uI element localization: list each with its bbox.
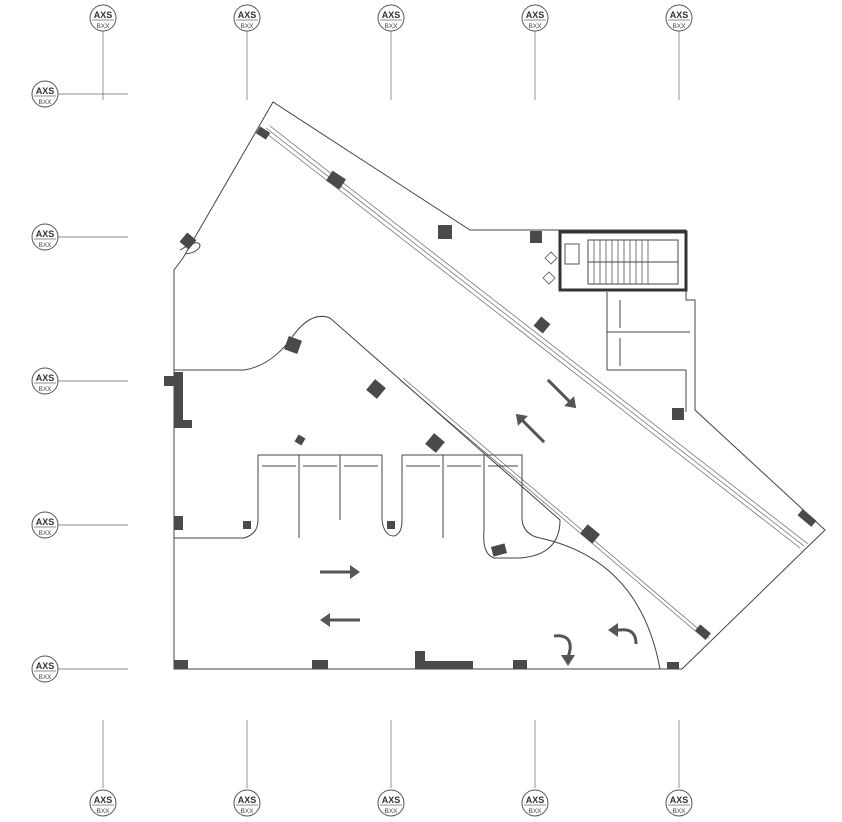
column <box>797 509 817 527</box>
svg-text:BXX: BXX <box>528 808 542 815</box>
svg-text:BXX: BXX <box>96 23 110 30</box>
grid-bubble-left-5: AXS BXX <box>31 655 59 683</box>
column <box>667 662 679 669</box>
stair-core <box>542 230 688 292</box>
svg-text:BXX: BXX <box>528 23 542 30</box>
grid-bubble-left-2: AXS BXX <box>31 223 59 251</box>
svg-text:BXX: BXX <box>38 242 52 249</box>
column <box>415 651 425 669</box>
svg-text:BXX: BXX <box>672 23 686 30</box>
svg-text:BXX: BXX <box>384 808 398 815</box>
svg-text:AXS: AXS <box>238 10 257 20</box>
parking-row-outline <box>174 454 541 539</box>
grid-bubble-bottom-2: AXS BXX <box>233 789 261 817</box>
column <box>695 624 711 640</box>
svg-text:BXX: BXX <box>38 99 52 106</box>
column <box>284 336 302 354</box>
column <box>530 231 542 243</box>
svg-text:BXX: BXX <box>38 386 52 393</box>
column <box>294 434 306 446</box>
central-island-outline <box>174 315 561 559</box>
column <box>513 660 527 669</box>
traffic-arrows <box>320 378 638 666</box>
column <box>164 376 174 386</box>
svg-text:AXS: AXS <box>382 10 401 20</box>
svg-text:BXX: BXX <box>38 674 52 681</box>
svg-text:AXS: AXS <box>36 517 55 527</box>
svg-text:AXS: AXS <box>36 373 55 383</box>
column <box>425 661 473 669</box>
grid-bubble-top-3: AXS BXX <box>377 4 405 32</box>
u-turn-left-icon <box>608 623 638 645</box>
column <box>438 225 452 239</box>
column <box>580 524 600 544</box>
arrow-right-icon <box>320 565 360 579</box>
svg-text:AXS: AXS <box>36 86 55 96</box>
column <box>425 433 445 453</box>
grid-bubble-bottom-4: AXS BXX <box>521 789 549 817</box>
grid-bubble-top-4: AXS BXX <box>521 4 549 32</box>
svg-text:BXX: BXX <box>96 808 110 815</box>
column <box>174 516 183 530</box>
column <box>490 543 508 557</box>
column <box>179 232 197 250</box>
grid-lines-left <box>58 93 128 670</box>
grid-bubble-left-4: AXS BXX <box>31 511 59 539</box>
svg-text:AXS: AXS <box>670 10 689 20</box>
column <box>174 372 183 428</box>
grid-bubble-top-2: AXS BXX <box>233 4 261 32</box>
column <box>174 660 188 669</box>
column <box>255 126 271 140</box>
arrow-left-icon <box>320 613 360 627</box>
grid-bubble-left-3: AXS BXX <box>31 367 59 395</box>
arrow-up-left-icon <box>515 413 546 444</box>
grid-lines-bottom <box>102 720 680 788</box>
svg-text:AXS: AXS <box>526 10 545 20</box>
svg-text:AXS: AXS <box>94 10 113 20</box>
grid-lines-top <box>102 30 680 100</box>
svg-text:AXS: AXS <box>526 795 545 805</box>
column <box>672 408 684 420</box>
structural-columns <box>164 126 817 669</box>
svg-text:BXX: BXX <box>240 23 254 30</box>
grid-bubble-bottom-1: AXS BXX <box>89 789 117 817</box>
right-rooms <box>606 292 690 412</box>
svg-text:AXS: AXS <box>36 661 55 671</box>
svg-text:AXS: AXS <box>238 795 257 805</box>
svg-text:AXS: AXS <box>36 229 55 239</box>
u-turn-down-icon <box>553 634 575 666</box>
column <box>387 521 395 529</box>
column <box>174 420 192 428</box>
svg-text:AXS: AXS <box>670 795 689 805</box>
svg-text:BXX: BXX <box>672 808 686 815</box>
building-outline <box>173 101 826 670</box>
ramp-edge-lower <box>399 377 710 641</box>
arrow-down-right-icon <box>546 378 577 409</box>
grid-bubble-top-5: AXS BXX <box>665 4 693 32</box>
grid-bubble-left-1: AXS BXX <box>31 80 59 108</box>
svg-text:BXX: BXX <box>38 530 52 537</box>
svg-text:BXX: BXX <box>240 808 254 815</box>
column <box>366 379 386 399</box>
svg-text:AXS: AXS <box>382 795 401 805</box>
grid-bubble-bottom-3: AXS BXX <box>377 789 405 817</box>
grid-bubble-top-1: AXS BXX <box>89 4 117 32</box>
column <box>533 316 551 334</box>
ramp-edge-upper <box>261 125 809 549</box>
column <box>312 660 328 669</box>
column <box>326 170 346 190</box>
parking-stalls <box>262 455 518 538</box>
ramp-curve <box>539 537 661 670</box>
svg-text:AXS: AXS <box>94 795 113 805</box>
grid-bubble-bottom-5: AXS BXX <box>665 789 693 817</box>
column <box>243 521 251 529</box>
svg-text:BXX: BXX <box>384 23 398 30</box>
